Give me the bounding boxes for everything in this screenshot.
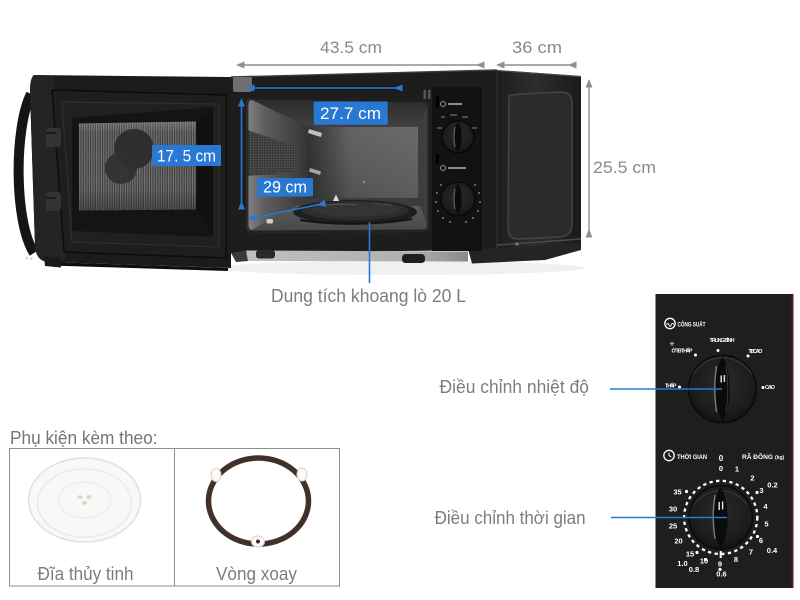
svg-text:35: 35 — [673, 488, 681, 497]
svg-text:TRUNG BÌNH: TRUNG BÌNH — [710, 336, 735, 344]
svg-text:RÃ ĐÔNG: RÃ ĐÔNG — [742, 452, 773, 461]
svg-text:✳: ✳ — [669, 341, 674, 348]
svg-text:20: 20 — [674, 537, 682, 546]
svg-text:Dung tích khoang lò 20 L: Dung tích khoang lò 20 L — [271, 285, 466, 306]
svg-text:(kg): (kg) — [775, 455, 785, 461]
svg-text:Điều chỉnh thời gian: Điều chỉnh thời gian — [435, 507, 586, 528]
svg-text:5: 5 — [764, 520, 768, 529]
svg-text:Ở TB THẤP: Ở TB THẤP — [672, 348, 693, 355]
svg-text:17. 5 cm: 17. 5 cm — [157, 148, 216, 166]
svg-text:30: 30 — [669, 505, 677, 514]
svg-text:27.7 cm: 27.7 cm — [320, 104, 381, 123]
svg-text:43.5 cm: 43.5 cm — [320, 38, 382, 57]
svg-text:7: 7 — [749, 548, 753, 557]
svg-text:10: 10 — [700, 557, 708, 566]
svg-text:0.8: 0.8 — [689, 565, 699, 574]
svg-text:3: 3 — [759, 486, 763, 495]
svg-text:2: 2 — [750, 474, 754, 483]
svg-text:4: 4 — [763, 502, 768, 511]
svg-text:Đĩa thủy tinh: Đĩa thủy tinh — [38, 563, 134, 584]
svg-text:CAO: CAO — [765, 385, 775, 391]
svg-text:25: 25 — [669, 522, 677, 531]
svg-text:9: 9 — [718, 560, 722, 569]
svg-text:29 cm: 29 cm — [263, 179, 307, 197]
svg-text:0: 0 — [719, 464, 723, 473]
svg-text:THỜI GIAN: THỜI GIAN — [677, 452, 707, 461]
svg-text:TB CAO: TB CAO — [749, 349, 763, 355]
svg-text:0.2: 0.2 — [767, 481, 777, 490]
svg-text:CÔNG SUẤT: CÔNG SUẤT — [678, 319, 706, 329]
svg-text:Phụ kiện kèm theo:: Phụ kiện kèm theo: — [10, 427, 158, 448]
svg-text:0.4: 0.4 — [767, 546, 778, 555]
svg-text:0.6: 0.6 — [716, 570, 726, 579]
svg-text:1: 1 — [735, 465, 739, 474]
svg-text:6: 6 — [759, 536, 763, 545]
svg-text:Điều chỉnh nhiệt độ: Điều chỉnh nhiệt độ — [440, 376, 590, 397]
svg-text:36 cm: 36 cm — [512, 38, 562, 57]
svg-text:0: 0 — [719, 454, 724, 463]
svg-text:15: 15 — [686, 550, 694, 559]
svg-text:Vòng xoay: Vòng xoay — [216, 563, 298, 584]
svg-text:25.5 cm: 25.5 cm — [593, 158, 656, 177]
svg-text:8: 8 — [734, 555, 738, 564]
svg-text:1.0: 1.0 — [677, 559, 687, 568]
svg-text:THẤP: THẤP — [665, 383, 677, 390]
